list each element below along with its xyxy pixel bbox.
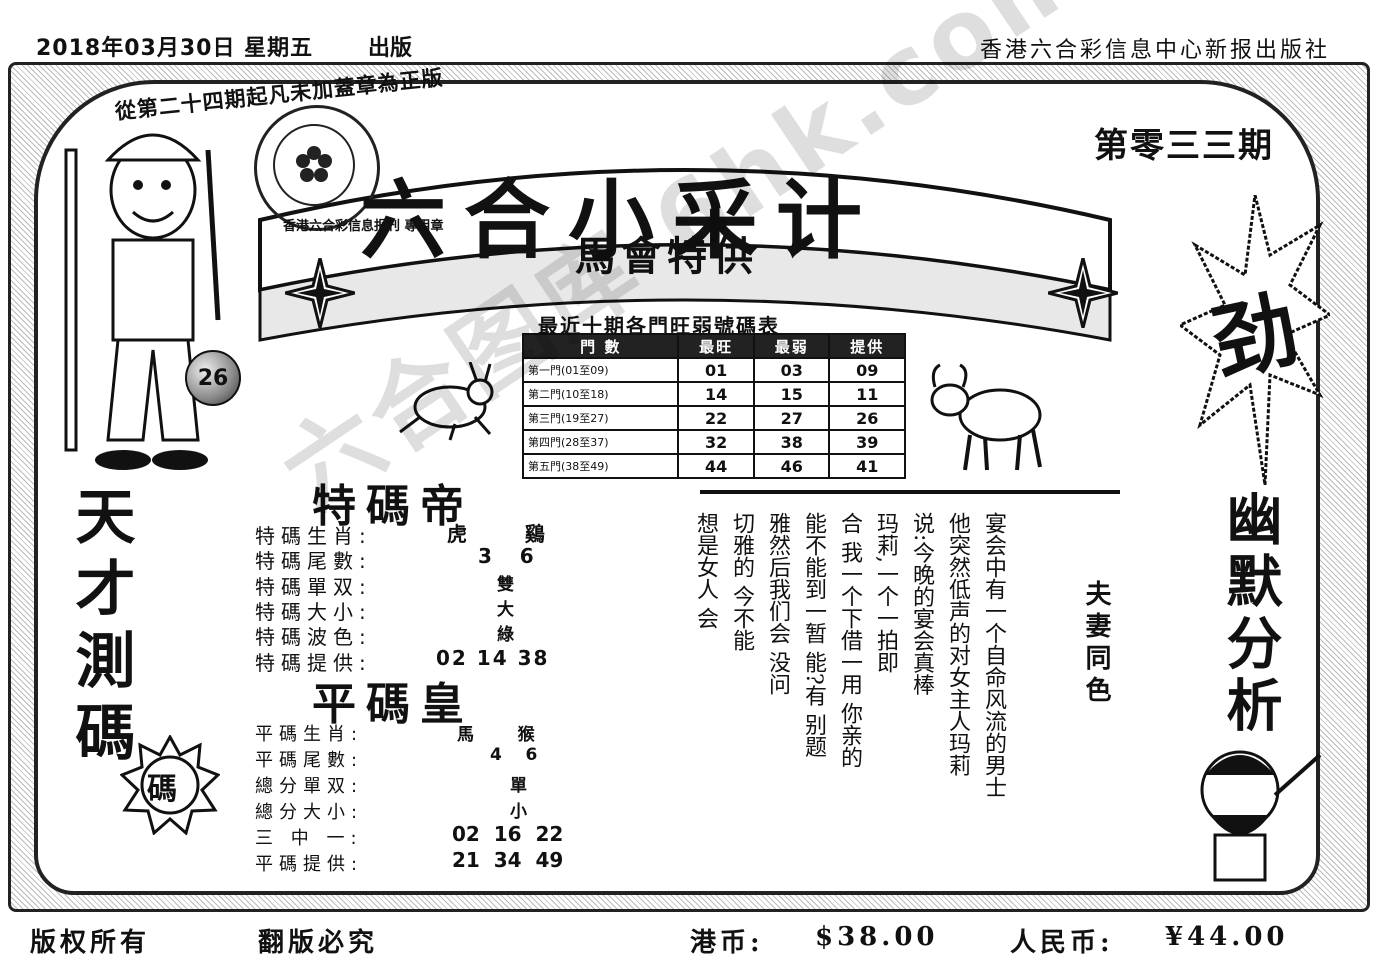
story-column: 宴会中有一个自命风流的男士 — [981, 512, 1006, 798]
pick-number: 41 — [828, 453, 906, 479]
regular-row-label: 平碼尾數: — [255, 750, 364, 771]
compass-star-icon — [1048, 258, 1118, 328]
table-row: 第四門(28至37) 32 38 39 — [521, 429, 906, 455]
publisher-name: 香港六合彩信息中心新报出版社 — [979, 38, 1330, 63]
stats-table: 門 數 最旺 最弱 提供 第一門(01至09) 01 03 09 第二門(10至… — [521, 333, 906, 479]
cold-number: 03 — [752, 357, 831, 383]
special-row-label: 特碼提供: — [255, 651, 372, 675]
pick-number: 09 — [828, 357, 906, 383]
hot-number: 01 — [677, 357, 755, 383]
story-divider — [700, 490, 1120, 502]
story-column: 玛莉,一个一拍即 — [873, 512, 898, 673]
regular-row-value: 02 16 22 — [452, 822, 564, 846]
special-section-title: 特碼帝 — [312, 481, 474, 532]
cold-number: 38 — [752, 429, 831, 455]
table-row: 第五門(38至49) 44 46 41 — [521, 453, 906, 479]
issue-date: 2018年03月30日 星期五 — [36, 36, 314, 61]
story-column: 想是女人 会 — [693, 512, 718, 629]
row-label: 第三門(19至27) — [521, 405, 680, 431]
pick-number: 39 — [828, 429, 906, 455]
story-column: 雅然后我们会 没问 — [765, 512, 790, 695]
rmb-price-label: 人民币: — [1010, 928, 1114, 958]
pick-number: 26 — [828, 405, 906, 431]
story-block: 想是女人 会 切雅的 今不能 雅然后我们会 没问 能不能到一暂 能?有 别题 合… — [688, 512, 1078, 892]
regular-row-label: 平碼提供: — [255, 854, 364, 875]
table-header-row: 門 數 最旺 最弱 提供 — [521, 333, 906, 359]
regular-row-label: 總分單双: — [255, 776, 364, 797]
special-row-value: 雙 — [497, 575, 514, 595]
story-column: 能不能到一暂 能?有 别题 — [801, 512, 826, 758]
special-row-value: 3 6 — [478, 544, 534, 568]
column-header: 門 數 — [521, 333, 680, 359]
special-row-label: 特碼大小: — [255, 600, 372, 624]
left-slogan: 天才測碼 — [65, 485, 135, 773]
row-label: 第四門(28至37) — [521, 429, 680, 455]
special-row-label: 特碼尾數: — [255, 549, 372, 573]
ox-icon — [930, 363, 1042, 471]
badge-text: 碼 — [147, 772, 177, 807]
regular-row-value: 21 34 49 — [452, 848, 564, 872]
special-row-value: 大 — [497, 600, 514, 620]
regular-row-value: 單 — [510, 776, 527, 796]
pick-number: 11 — [828, 381, 906, 407]
regular-row-value: 馬 猴 — [457, 725, 539, 745]
piracy-warning: 翻版必究 — [258, 928, 379, 958]
hk-price: $38.00 — [815, 922, 939, 952]
compass-star-icon — [285, 258, 355, 328]
special-row-value: 02 14 38 — [436, 646, 550, 670]
issue-number: 第零三三期 — [1094, 126, 1274, 166]
table-row: 第一門(01至09) 01 03 09 — [521, 357, 906, 383]
regular-row-label: 三 中 一: — [255, 828, 363, 849]
special-row-label: 特碼單双: — [255, 575, 372, 599]
story-column: 合 我一个下借一用 你亲的 — [837, 512, 862, 768]
starburst-icon — [1180, 195, 1330, 485]
seal-burst-icon — [120, 735, 220, 835]
row-label: 第一門(01至09) — [521, 357, 680, 383]
paper-title: 六合小采计 — [360, 170, 880, 271]
table-row: 第二門(10至18) 14 15 11 — [521, 381, 906, 407]
hot-number: 14 — [677, 381, 755, 407]
special-row-value: 綠 — [497, 625, 514, 645]
cold-number: 46 — [752, 453, 831, 479]
copyright-text: 版权所有 — [30, 928, 151, 958]
right-slogan: 幽默分析 — [1217, 490, 1283, 738]
hk-price-label: 港币: — [690, 928, 764, 958]
flower-emblem-icon — [273, 124, 355, 206]
special-row-label: 特碼生肖: — [255, 524, 372, 548]
row-label: 第五門(38至49) — [521, 453, 680, 479]
pirate-cartoon-icon — [1200, 750, 1322, 882]
lucky-ball: 26 — [185, 350, 241, 406]
story-title: 夫妻同色 — [1081, 580, 1111, 708]
hot-number: 22 — [677, 405, 755, 431]
hot-number: 44 — [677, 453, 755, 479]
regular-row-value: 小 — [510, 802, 527, 822]
rmb-price: ¥44.00 — [1165, 922, 1289, 952]
hunter-cartoon-icon — [64, 133, 221, 470]
regular-row-value: 4 6 — [490, 745, 538, 765]
column-header: 最弱 — [752, 333, 831, 359]
regular-row-label: 平碼生肖: — [255, 724, 364, 745]
official-stamp — [254, 105, 380, 231]
cold-number: 15 — [752, 381, 831, 407]
paper-subtitle: 馬會特供 — [575, 233, 759, 280]
story-column: 切雅的 今不能 — [729, 512, 754, 651]
story-column: 说:今晚的宴会真棒 — [909, 512, 934, 696]
special-row-value: 虎 鷄 — [447, 522, 551, 546]
hot-number: 32 — [677, 429, 755, 455]
column-header: 最旺 — [677, 333, 755, 359]
regular-row-label: 總分大小: — [255, 802, 364, 823]
stamp-label: 香港六合彩信息报刊 專用章 — [283, 219, 444, 234]
rabbit-icon — [399, 362, 494, 441]
cold-number: 27 — [752, 405, 831, 431]
publish-status: 出版 — [368, 36, 413, 61]
column-header: 提供 — [828, 333, 906, 359]
row-label: 第二門(10至18) — [521, 381, 680, 407]
table-row: 第三門(19至27) 22 27 26 — [521, 405, 906, 431]
special-row-label: 特碼波色: — [255, 625, 372, 649]
story-column: 他突然低声的对女主人玛莉 — [945, 512, 970, 776]
regular-section-title: 平碼皇 — [312, 679, 474, 730]
footer-bar: 版权所有 翻版必究 港币: $38.00 人民币: ¥44.00 — [0, 918, 1388, 958]
